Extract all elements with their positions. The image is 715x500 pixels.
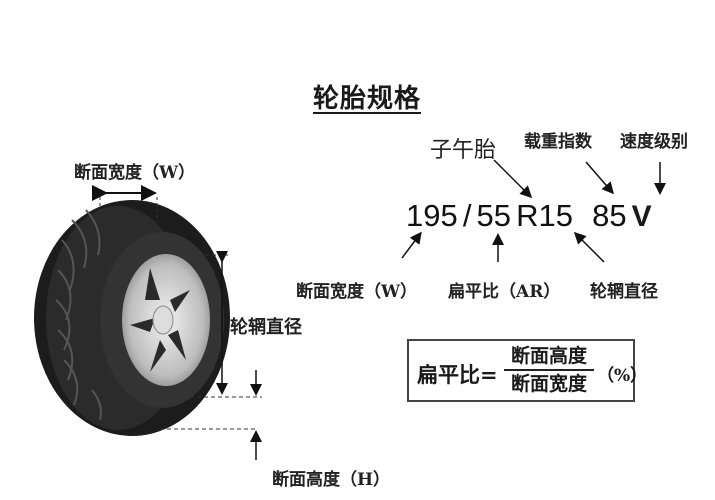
fraction-bar <box>504 369 594 371</box>
spec-construction-rim: R15 <box>516 198 573 233</box>
spec-aspect-ratio-label: 扁平比（AR） <box>448 282 561 302</box>
spec-slash: / <box>462 198 472 233</box>
rim-diameter-dimension <box>190 251 262 398</box>
tire-rim-diameter-label: 轮辋直径 <box>230 317 302 338</box>
tire-section-width-label: 断面宽度（W） <box>74 163 196 183</box>
formula-unit: （%） <box>597 366 648 386</box>
formula-numerator: 断面高度 <box>510 345 587 367</box>
spec-rim-diameter-label: 轮辋直径 <box>590 282 658 302</box>
radial-label: 子午胎 <box>430 138 497 163</box>
load-index-label: 载重指数 <box>524 132 592 152</box>
section-width-dimension <box>92 185 158 222</box>
spec-load-index: 85 <box>592 198 627 233</box>
tire-section-height-label: 断面高度（H） <box>272 470 391 490</box>
formula-denominator: 断面宽度 <box>510 373 587 395</box>
tire-icon <box>34 200 230 436</box>
spec-arrows <box>401 159 666 263</box>
aspect-ratio-formula-box: 扁平比= 断面高度 断面宽度 （%） <box>407 339 647 402</box>
spec-width: 195 <box>406 198 458 233</box>
diagram-title: 轮胎规格 <box>313 84 422 114</box>
formula-fraction: 断面高度 断面宽度 <box>504 343 594 397</box>
formula-left: 扁平比= <box>417 362 498 387</box>
tire-spec-code: 195 / 55 R15 85 V <box>406 198 652 234</box>
speed-rating-label: 速度级别 <box>620 132 688 152</box>
section-height-dimension <box>160 428 262 460</box>
spec-speed-rating: V <box>631 200 652 233</box>
spec-aspect-ratio: 55 <box>476 198 512 233</box>
wheel-rim-icon <box>122 254 210 386</box>
spec-section-width-label: 断面宽度（W） <box>296 282 418 302</box>
